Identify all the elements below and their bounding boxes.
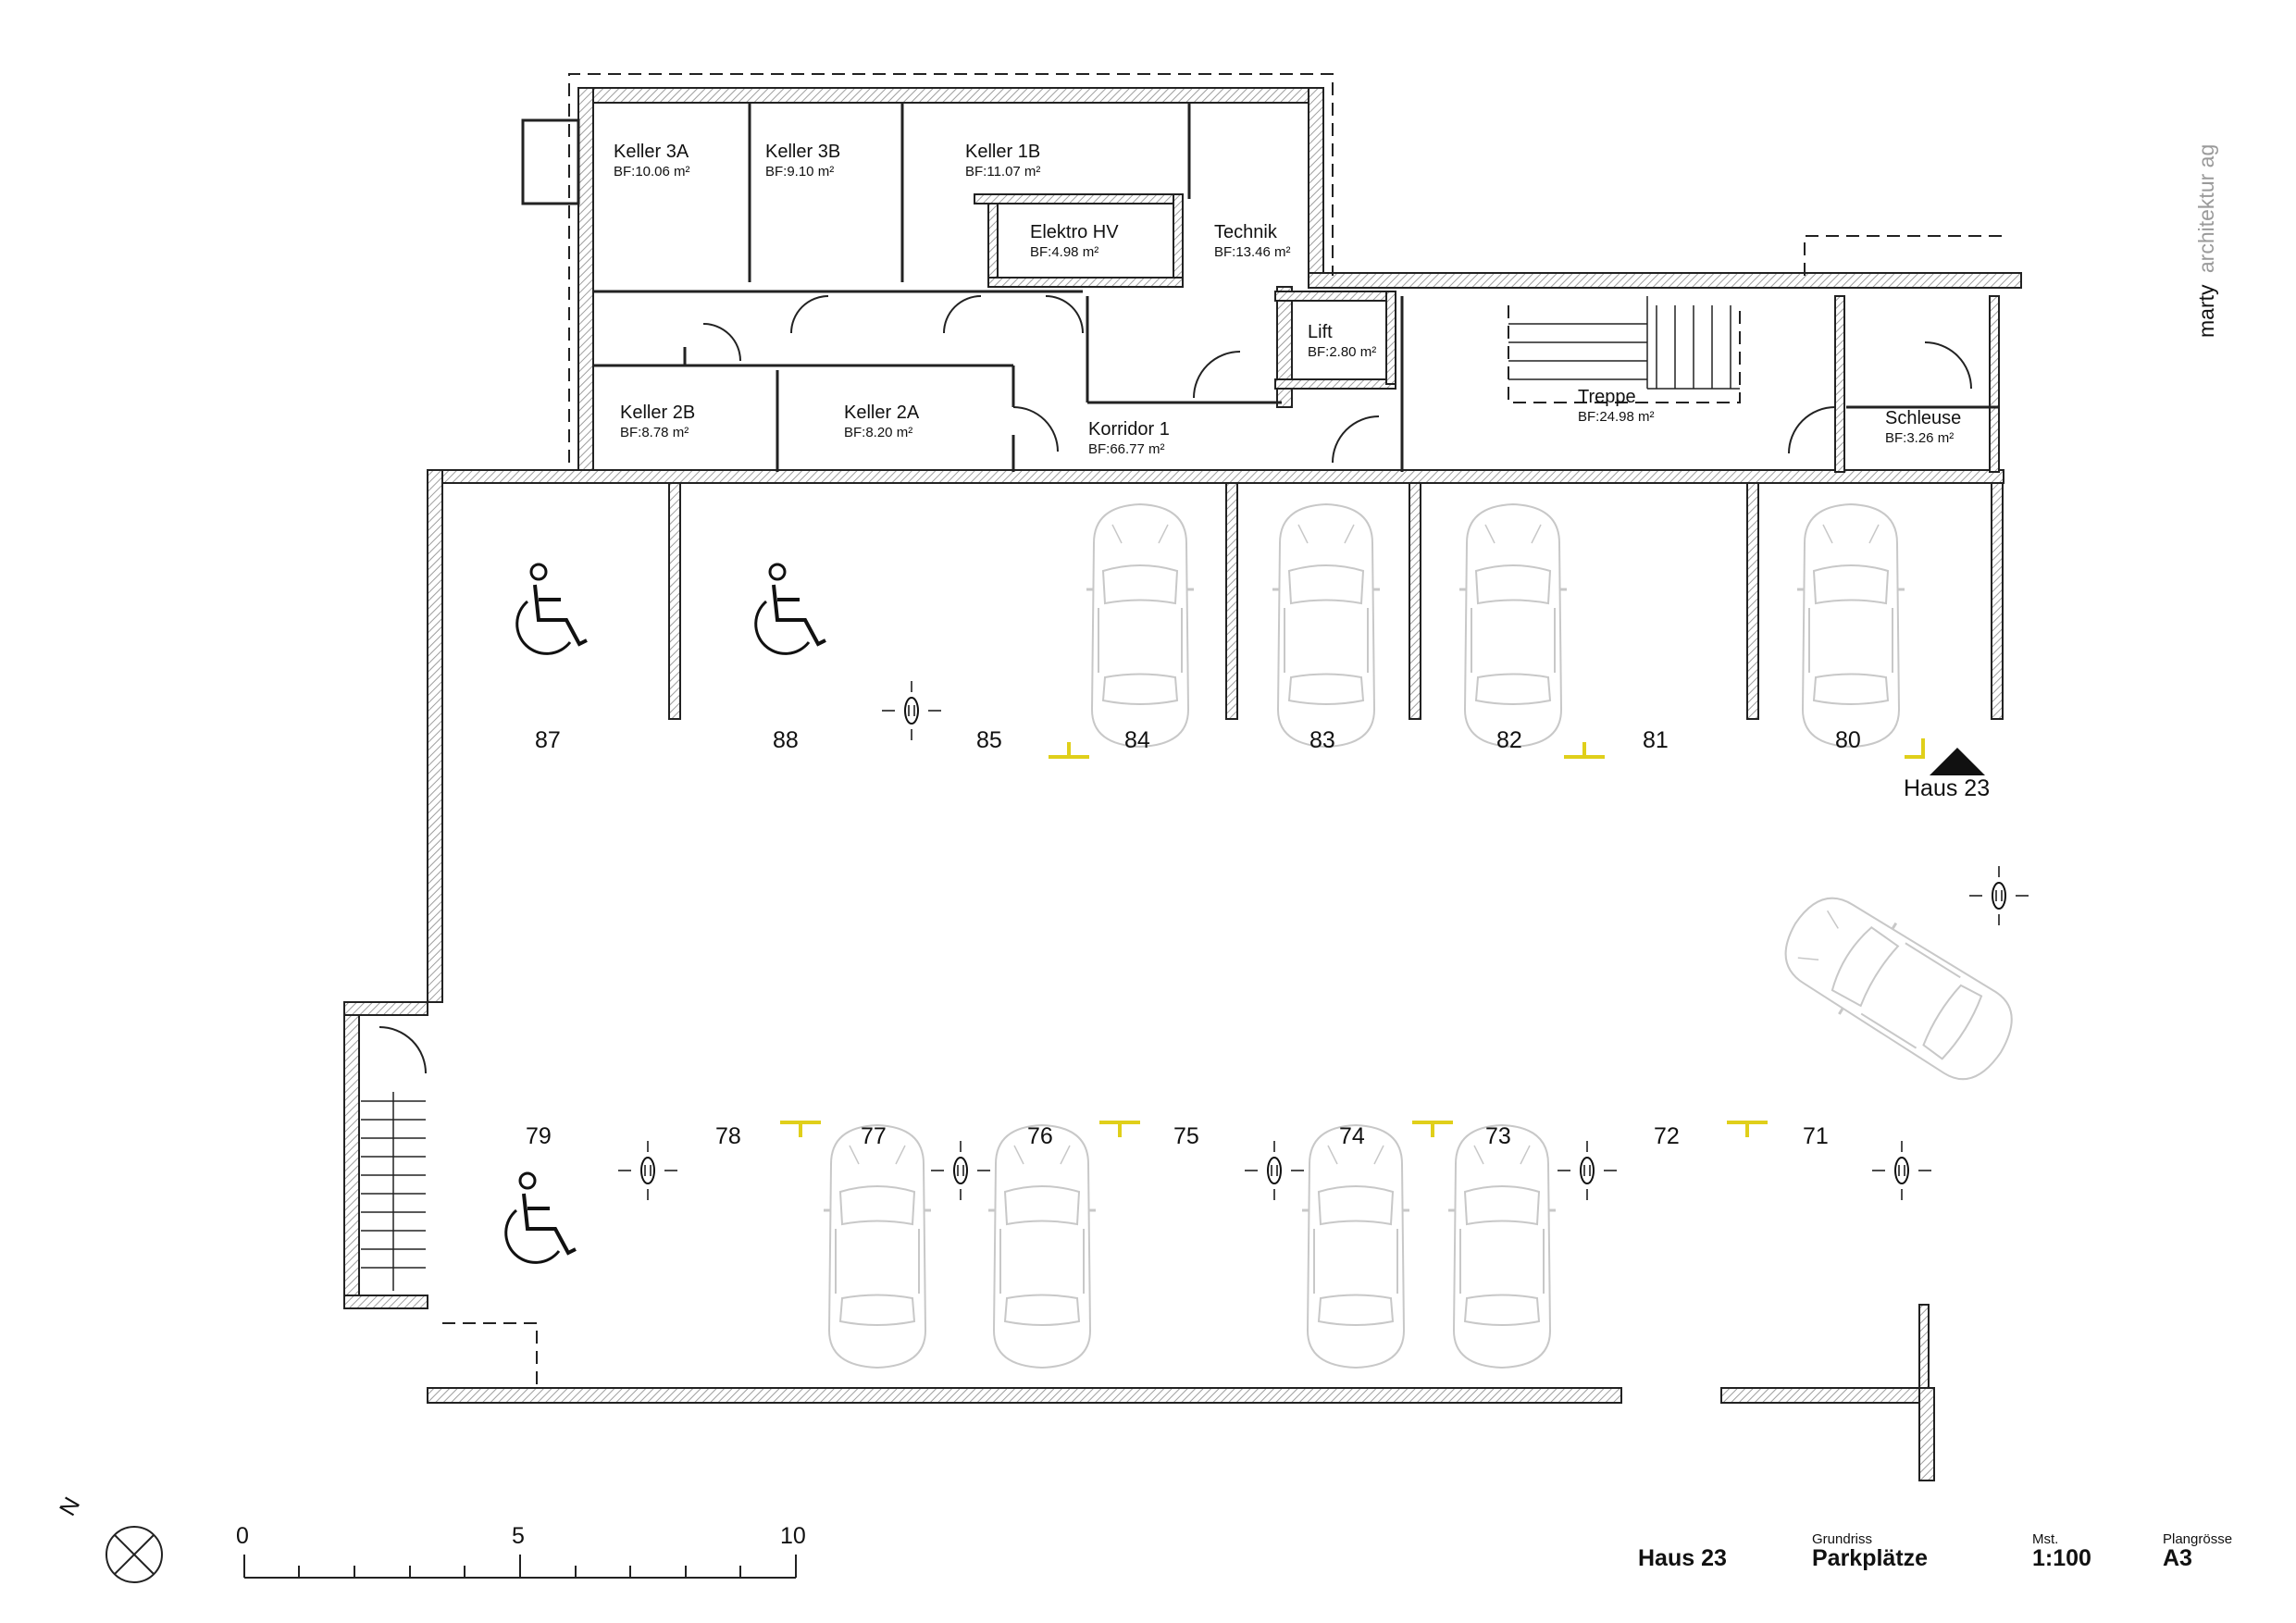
room-area: BF:9.10 m² (765, 164, 834, 180)
walls (343, 87, 2022, 1481)
brand-name: marty (2194, 284, 2218, 338)
parking-space-number: 83 (1309, 727, 1335, 753)
room-area: BF:2.80 m² (1308, 344, 1376, 360)
parking-space-number: 80 (1835, 727, 1861, 753)
size-caption: Plangrösse (2163, 1531, 2232, 1547)
parking-space-number: 76 (1027, 1123, 1053, 1149)
room-name: Keller 2A (844, 403, 920, 423)
room-name: Schleuse (1885, 408, 1961, 428)
scale-bar: 0 5 10 (236, 1523, 806, 1579)
room-name: Keller 2B (620, 403, 695, 423)
plan-type: Parkplätze (1812, 1545, 1928, 1571)
parking-space-number: 78 (715, 1123, 741, 1149)
room-area: BF:4.98 m² (1030, 244, 1098, 260)
parking-numbers-bottom: 79 78 77 76 75 74 73 72 71 (526, 1123, 1829, 1149)
stairs (361, 296, 1740, 1291)
parking-space-number: 81 (1643, 727, 1669, 753)
entrance-arrow-icon (1930, 748, 1985, 775)
scale-label: 0 (236, 1523, 249, 1549)
room-name: Treppe (1578, 387, 1636, 407)
partitions (592, 102, 1999, 472)
yellow-markers (778, 738, 1925, 1139)
plan-scale: 1:100 (2032, 1545, 2091, 1571)
scale-label: 5 (512, 1523, 525, 1549)
room-area: BF:3.26 m² (1885, 430, 1954, 446)
balcony-box (521, 118, 580, 205)
room-labels: Keller 3A BF:10.06 m² Keller 3B BF:9.10 … (614, 142, 1961, 457)
parking-space-number: 75 (1173, 1123, 1199, 1149)
parking-space-number: 73 (1485, 1123, 1511, 1149)
plan-size: A3 (2163, 1545, 2192, 1571)
parking-space-number: 82 (1496, 727, 1522, 753)
scale-label: 10 (780, 1523, 806, 1549)
room-area: BF:8.20 m² (844, 425, 912, 440)
parking-space-number: 88 (773, 727, 799, 753)
parking-numbers-top: 87 88 85 84 83 82 81 80 (535, 727, 1861, 753)
room-name: Korridor 1 (1088, 419, 1170, 440)
parking-space-number: 79 (526, 1123, 552, 1149)
parking-space-number: 85 (976, 727, 1002, 753)
room-name: Keller 1B (965, 142, 1040, 162)
compass-icon (105, 1526, 163, 1583)
dashed-outlines (442, 73, 2008, 1388)
svg-text:marty architektur ag: marty architektur ag (2194, 144, 2218, 338)
parking-space-number: 74 (1339, 1123, 1365, 1149)
parking-dividers (668, 482, 2004, 720)
project-name: Haus 23 (1638, 1545, 1727, 1571)
north-arrow: N (55, 1493, 163, 1583)
room-area: BF:66.77 m² (1088, 441, 1165, 457)
room-area: BF:11.07 m² (965, 164, 1040, 180)
title-block: Haus 23 Grundriss Parkplätze Mst. 1:100 … (1638, 1531, 2232, 1571)
parking-space-number: 87 (535, 727, 561, 753)
room-name: Keller 3B (765, 142, 840, 162)
parking-space-number: 77 (861, 1123, 887, 1149)
wheelchair-icons (503, 563, 827, 1265)
wheelchair-icon (753, 563, 827, 656)
wheelchair-icon (515, 563, 589, 656)
scale-caption: Mst. (2032, 1531, 2058, 1547)
brand-logo: marty architektur ag (2194, 144, 2218, 338)
room-area: BF:10.06 m² (614, 164, 690, 180)
north-label: N (55, 1493, 85, 1520)
room-name: Technik (1214, 222, 1278, 242)
entrance-label: Haus 23 (1904, 775, 1990, 801)
room-name: Elektro HV (1030, 222, 1119, 242)
parked-cars (822, 502, 2031, 1369)
parking-space-number: 71 (1803, 1123, 1829, 1149)
room-name: Lift (1308, 322, 1333, 342)
parking-space-number: 72 (1654, 1123, 1680, 1149)
brand-suffix: architektur ag (2194, 144, 2218, 273)
plan-type-label: Grundriss (1812, 1531, 1872, 1547)
room-area: BF:24.98 m² (1578, 409, 1655, 425)
wheelchair-icon (503, 1171, 577, 1265)
room-area: BF:8.78 m² (620, 425, 689, 440)
doors (379, 295, 1972, 1074)
parking-space-number: 84 (1124, 727, 1150, 753)
room-name: Keller 3A (614, 142, 689, 162)
sprinkler-icons (617, 680, 2029, 1201)
room-area: BF:13.46 m² (1214, 244, 1291, 260)
